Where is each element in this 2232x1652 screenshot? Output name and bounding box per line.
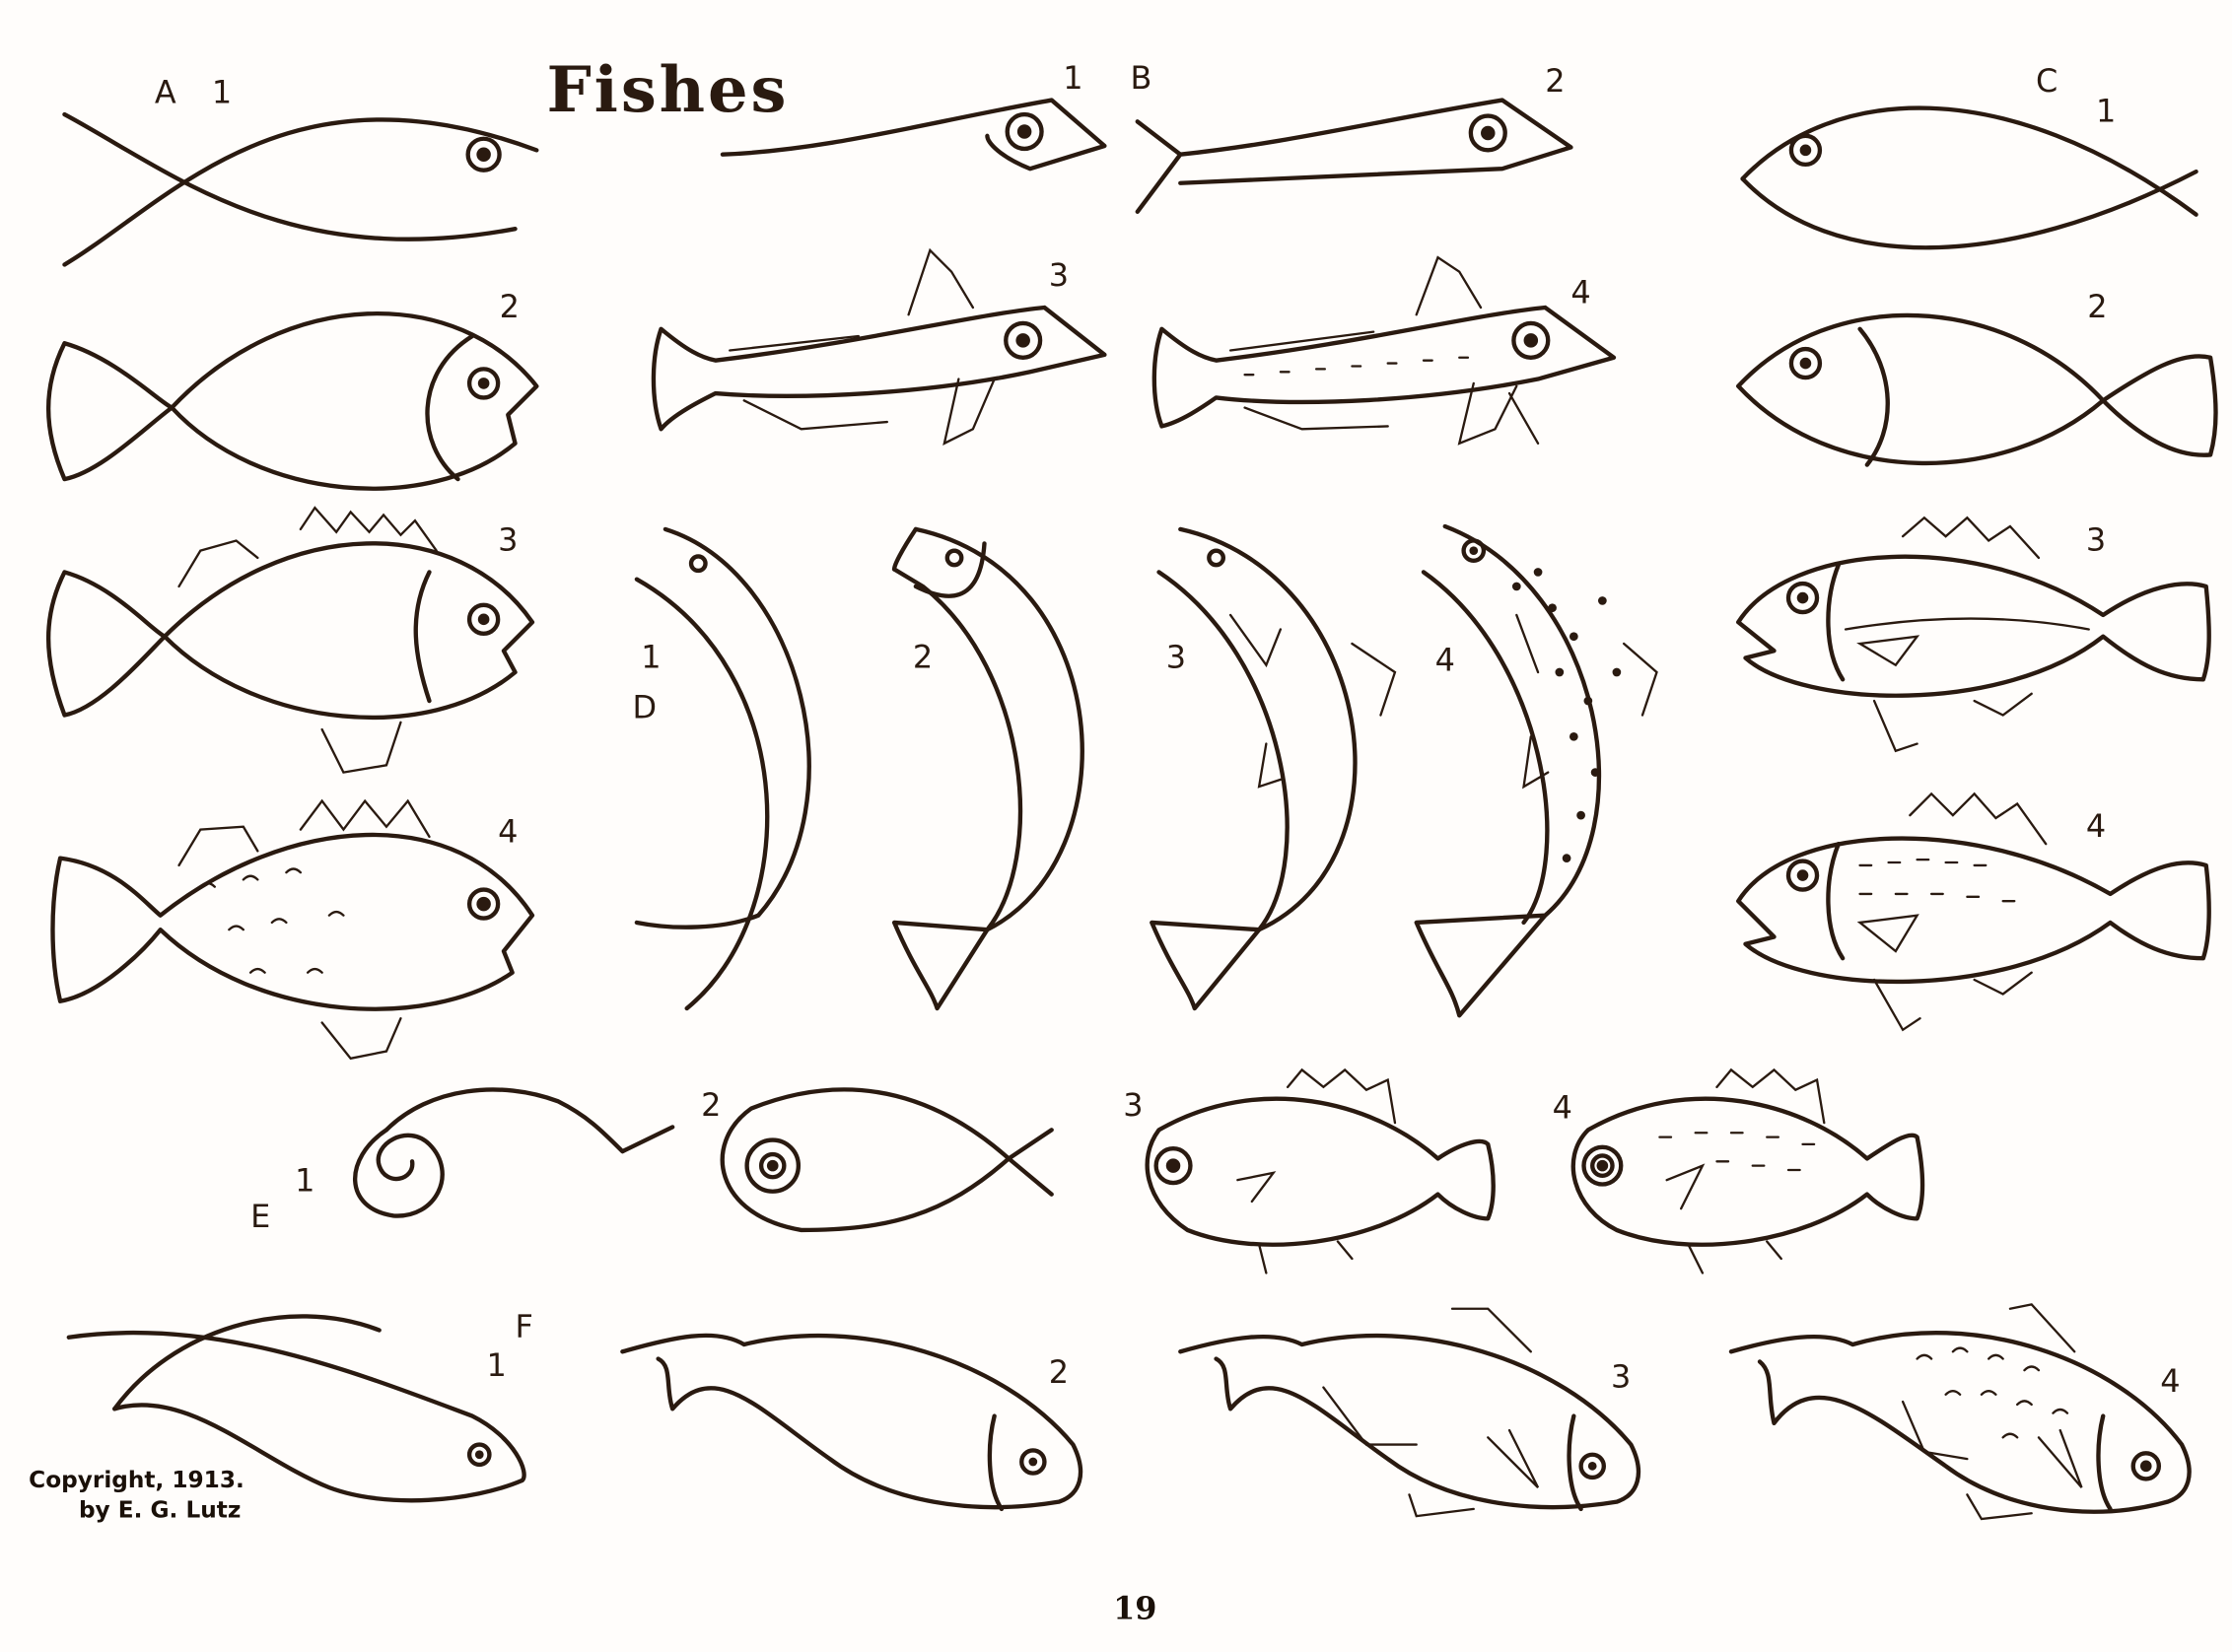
fish-b3 [651, 247, 1107, 446]
label-a: A [155, 73, 176, 110]
label-e1: 1 [295, 1162, 314, 1200]
fish-e2 [720, 1087, 1054, 1233]
fish-c4 [1736, 792, 2211, 1032]
fish-d3 [1150, 526, 1397, 1011]
fish-a2 [46, 311, 539, 491]
label-c3: 3 [2086, 521, 2106, 559]
label-b4: 4 [1570, 274, 1590, 311]
copyright-line1: Copyright, 1913. [29, 1467, 244, 1493]
label-f2: 2 [1049, 1353, 1069, 1391]
label-e2: 2 [701, 1086, 721, 1124]
copyright-line2: by E. G. Lutz [79, 1497, 241, 1524]
label-f3: 3 [1611, 1358, 1631, 1396]
page-title: Fishes [546, 53, 789, 127]
label-b1: 1 [1063, 59, 1082, 97]
fish-d1 [634, 526, 811, 1011]
label-d4: 4 [1435, 642, 1455, 679]
fish-c3 [1736, 516, 2211, 753]
fish-a4 [50, 798, 535, 1061]
label-c1: 1 [2096, 92, 2116, 129]
fish-d2 [891, 526, 1084, 1011]
label-a1: 1 [212, 73, 232, 110]
label-a4: 4 [498, 813, 518, 851]
label-d1: 1 [641, 639, 661, 676]
label-c2: 2 [2087, 288, 2107, 325]
label-d3: 3 [1166, 639, 1186, 676]
label-c: C [2036, 62, 2058, 100]
fish-f3 [1178, 1307, 1641, 1518]
fish-e4 [1570, 1067, 1925, 1274]
fish-b2 [1135, 98, 1573, 214]
label-d: D [633, 688, 658, 725]
label-b: B [1131, 59, 1152, 97]
label-a3: 3 [498, 521, 518, 559]
page-number: 19 [1113, 1590, 1156, 1627]
fish-b1 [720, 98, 1107, 172]
label-d2: 2 [913, 639, 933, 676]
fish-a1 [62, 111, 539, 267]
fish-a3 [46, 506, 535, 774]
fish-f2 [620, 1333, 1083, 1512]
fish-f1 [66, 1314, 526, 1503]
fish-b4 [1151, 255, 1617, 446]
label-b2: 2 [1545, 62, 1565, 100]
fish-e1 [353, 1087, 675, 1218]
fish-f4 [1728, 1303, 2192, 1521]
fish-e3 [1145, 1067, 1496, 1274]
fish-c1 [1740, 105, 2198, 250]
label-b3: 3 [1049, 256, 1069, 294]
figure-labels: A 1 2 3 4 1 B 2 3 4 C 1 2 3 4 1 D 2 3 4 … [155, 59, 2181, 1400]
fish-d4 [1414, 523, 1658, 1018]
fish-c2 [1736, 312, 2218, 467]
label-f1: 1 [487, 1346, 507, 1384]
label-e: E [250, 1198, 270, 1235]
label-f: F [516, 1308, 533, 1345]
label-e3: 3 [1123, 1086, 1143, 1124]
label-f4: 4 [2160, 1362, 2180, 1400]
label-e4: 4 [1553, 1089, 1572, 1127]
label-c4: 4 [2086, 807, 2106, 845]
label-a2: 2 [500, 288, 520, 325]
